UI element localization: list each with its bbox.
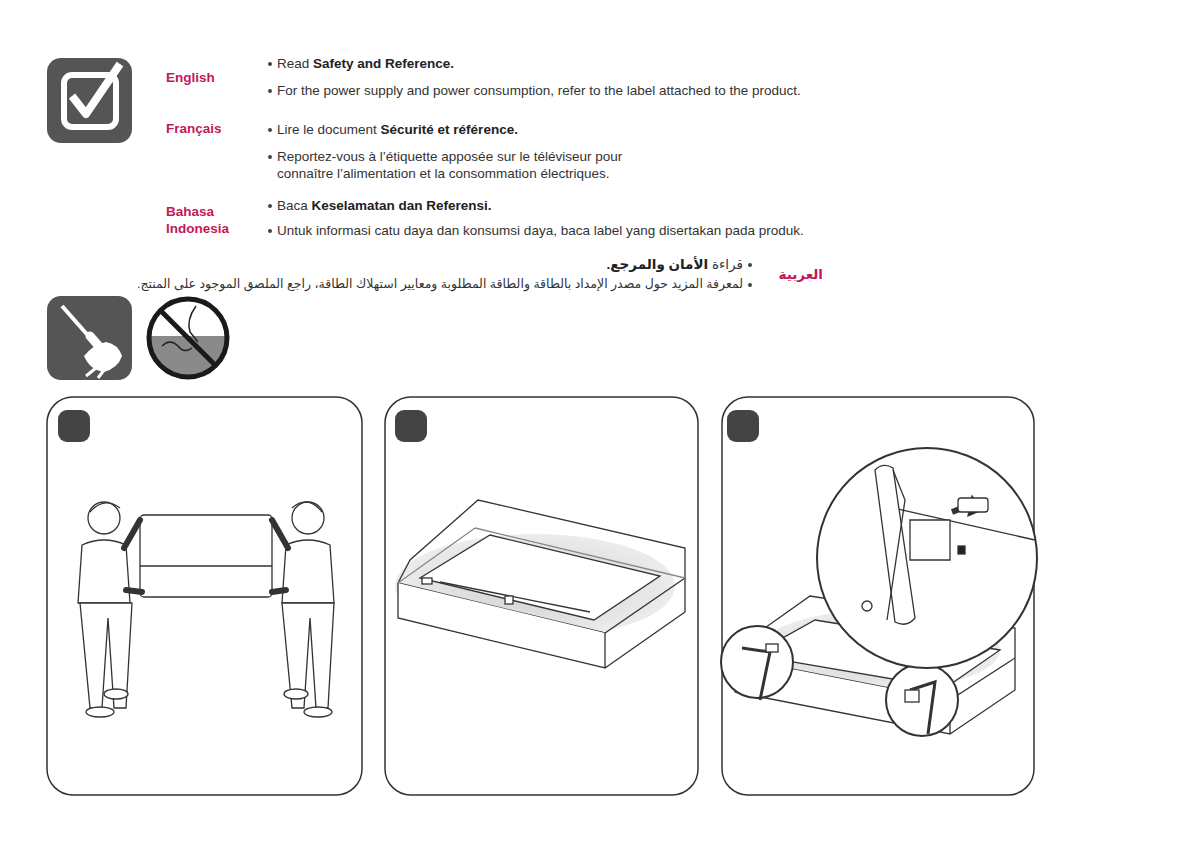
bullet-dot [268,89,272,93]
bullet-line: Untuk informasi catu daya dan konsumsi d… [268,222,804,239]
screwdriver-icon [47,296,132,380]
emphasis-text: Sécurité et référence. [381,121,518,138]
bullet-line: ReadSafety and Reference. [268,55,454,72]
no-touch-icon [148,299,228,378]
text-wrap: Reportez-vous à l’étiquette apposée sur … [277,148,678,182]
body-text: Baca [277,197,308,214]
language-label: Français [166,120,246,137]
stand-assembly [721,448,1037,736]
body-text: Lire le document [277,121,377,138]
bullet-line: For the power supply and power consumpti… [268,82,801,99]
bullet-line: قراءةالأمان والمرجع. [607,256,752,273]
bullet-line: Reportez-vous à l’étiquette apposée sur … [268,148,678,182]
step-markers [58,410,759,442]
bullet-dot [268,155,272,159]
language-label: Bahasa Indonesia [166,203,236,237]
tv-in-box [395,500,685,668]
bullet-line: Lire le documentSécurité et référence. [268,121,518,138]
bullet-dot [268,62,272,66]
bullet-dot [268,229,272,233]
emphasis-text: الأمان والمرجع. [607,256,709,273]
language-name: Bahasa Indonesia [166,203,236,237]
bullet-dot [268,128,272,132]
language-name: Français [166,120,222,137]
language-name: العربية [779,266,823,283]
language-name: English [166,69,215,86]
body-text: Reportez-vous à l’étiquette apposée sur … [277,149,622,181]
language-label: العربية [779,266,823,283]
carrying-figures [78,502,334,717]
bullet-line: BacaKeselamatan dan Referensi. [268,197,492,214]
language-label: English [166,69,246,86]
body-text: For the power supply and power consumpti… [277,82,801,99]
bullet-line: لمعرفة المزيد حول مصدر الإمداد بالطاقة و… [137,276,752,293]
body-text: Untuk informasi catu daya dan konsumsi d… [277,222,804,239]
emphasis-text: Keselamatan dan Referensi. [312,197,492,214]
check-icon [47,58,132,143]
body-text: قراءة [712,256,743,273]
emphasis-text: Safety and Reference. [313,55,454,72]
bullet-dot [748,283,752,287]
bullet-dot [268,204,272,208]
bullet-dot [748,263,752,267]
body-text: لمعرفة المزيد حول مصدر الإمداد بالطاقة و… [137,276,743,293]
body-text: Read [277,55,309,72]
